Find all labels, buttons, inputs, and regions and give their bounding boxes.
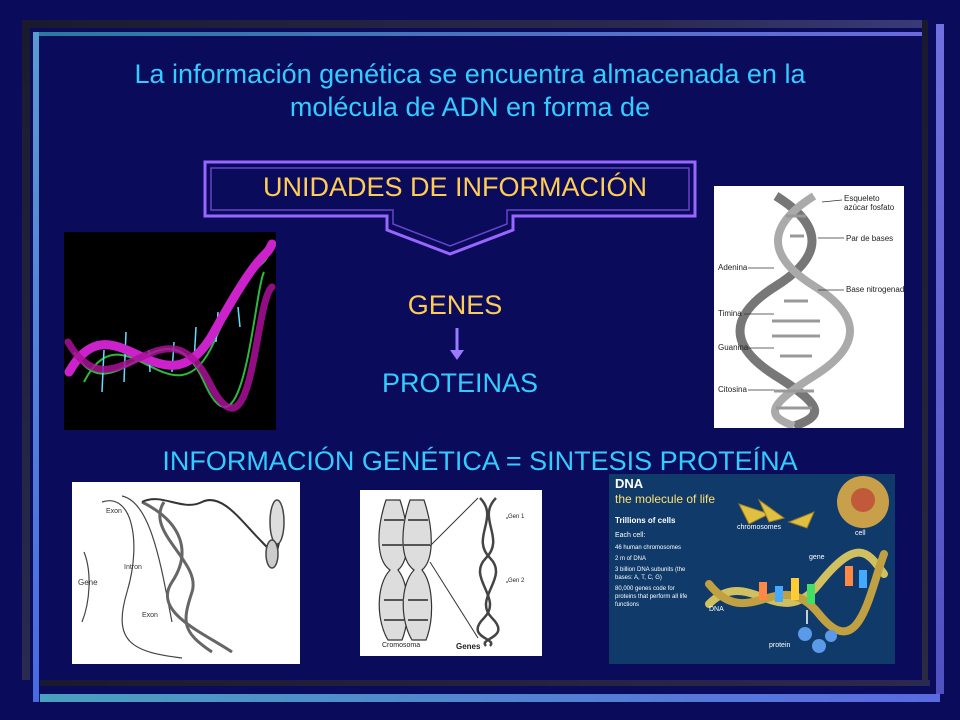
poster-label-dna: DNA bbox=[709, 606, 724, 613]
poster-trillions: Trillions of cells bbox=[615, 516, 676, 525]
proteinas-label: PROTEINAS bbox=[381, 368, 539, 398]
helix-label-esqueleto: Esqueleto azúcar fosfato bbox=[844, 194, 895, 212]
dna-helix-labeled-diagram: Esqueleto azúcar fosfato Par de bases Ad… bbox=[714, 186, 904, 428]
slide-title: La información genética se encuentra alm… bbox=[60, 58, 880, 124]
frame-bar-bottom-accent bbox=[40, 694, 940, 702]
chromosome-label-cromosoma: Cromosoma bbox=[382, 642, 421, 649]
chromosome-genes-diagram: Cromosoma Genes Gen 1 Gen 2 bbox=[360, 490, 542, 656]
helix-label-adenina: Adenina bbox=[718, 263, 748, 272]
poster-bullet: 3 billion DNA subunits (the bases: A, T,… bbox=[615, 567, 686, 581]
gene-structure-diagram: Exon Intron Gene Exon bbox=[72, 482, 300, 664]
poster-label-gene: gene bbox=[809, 554, 825, 561]
frame-bar-right-accent bbox=[936, 24, 944, 694]
poster-each-cell: Each cell: bbox=[615, 532, 646, 539]
frame-bar-top bbox=[22, 20, 927, 28]
helix-label-base-nitrogenada: Base nitrogenada bbox=[846, 285, 904, 294]
helix-label-guanina: Guanina bbox=[718, 343, 749, 352]
helix-label-timina: Timina bbox=[718, 309, 742, 318]
poster-label-chromosomes: chromosomes bbox=[737, 524, 781, 531]
chromosome-label-gen-2: Gen 2 bbox=[508, 578, 525, 584]
helix-label-citosina: Citosina bbox=[718, 385, 747, 394]
dna-helix-3d-image bbox=[64, 232, 276, 430]
poster-title: DNA bbox=[615, 476, 644, 491]
frame-bar-left-accent bbox=[33, 32, 39, 702]
poster-label-protein: protein bbox=[769, 642, 791, 649]
frame-bar-right bbox=[922, 20, 928, 680]
title-line-1: La información genética se encuentra alm… bbox=[134, 59, 806, 89]
poster-bullet: 80,000 genes code for proteins that perf… bbox=[615, 586, 688, 608]
helix-label-par-bases: Par de bases bbox=[846, 234, 894, 243]
frame-bar-bottom bbox=[40, 680, 930, 686]
chromosome-label-genes: Genes bbox=[456, 642, 481, 651]
poster-bullet: 46 human chromosomes bbox=[615, 545, 682, 551]
frame-bar-top-accent bbox=[36, 32, 926, 36]
genetic-information-equation: INFORMACIÓN GENÉTICA = SINTESIS PROTEÍNA bbox=[162, 446, 798, 476]
genes-to-proteins-arrow bbox=[450, 328, 464, 360]
chromosome-label-gen-1: Gen 1 bbox=[508, 514, 525, 520]
poster-subtitle: the molecule of life bbox=[615, 492, 716, 506]
gene-label-exon-top: Exon bbox=[106, 508, 122, 515]
gene-label-gene: Gene bbox=[78, 578, 98, 587]
dna-molecule-of-life-poster: DNA the molecule of life Trillions of ce… bbox=[609, 474, 895, 664]
frame-bar-left bbox=[22, 20, 30, 680]
poster-label-cell: cell bbox=[855, 530, 866, 537]
units-callout-arrow bbox=[203, 160, 697, 256]
gene-label-intron: Intron bbox=[124, 564, 142, 571]
gene-label-exon-bottom: Exon bbox=[142, 612, 158, 619]
poster-bullet: 2 m of DNA bbox=[615, 556, 647, 562]
poster-bullet-list: 46 human chromosomes 2 m of DNA 3 billio… bbox=[615, 544, 689, 609]
title-line-2: molécula de ADN en forma de bbox=[289, 92, 651, 122]
genes-label: GENES bbox=[407, 290, 503, 320]
units-label: UNIDADES DE INFORMACIÓN bbox=[262, 172, 648, 202]
